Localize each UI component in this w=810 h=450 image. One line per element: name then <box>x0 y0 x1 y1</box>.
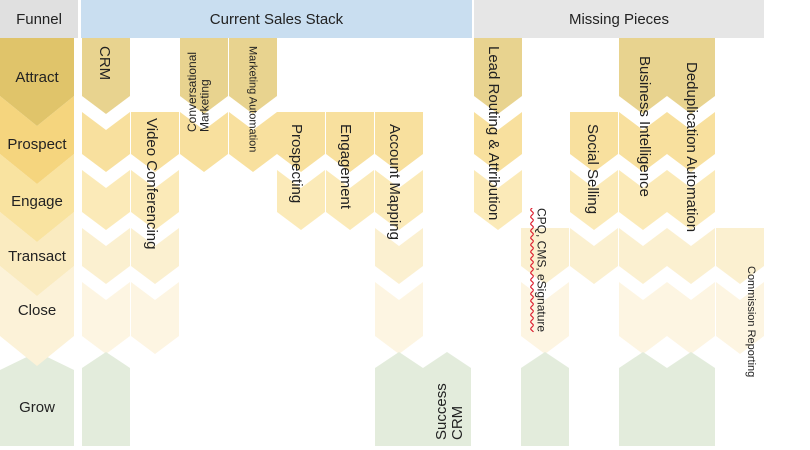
stage-engage: Engage <box>11 192 63 210</box>
chevron-dedup-engage <box>667 170 715 230</box>
stage-close: Close <box>17 301 57 319</box>
tool-marketing-automation-label: Marketing Automation <box>246 46 259 153</box>
chevron-dedup-grow <box>667 352 715 446</box>
funnel-stage-shape-transact <box>0 212 74 296</box>
chevron-dedup-prospect <box>667 112 715 172</box>
chevron-routing-engage <box>474 170 522 230</box>
chevron-account-close <box>375 282 423 354</box>
chevron-prospecting-prospect <box>277 112 325 172</box>
tool-crm-label: CRM <box>95 46 113 81</box>
chevron-bi-engage <box>619 170 667 230</box>
chevron-video-prospect <box>131 112 179 172</box>
tool-account-mapping-label: Account Mapping <box>385 124 403 240</box>
chevron-crm-close <box>82 282 130 354</box>
funnel-stage-shape-attract <box>0 38 74 126</box>
chevron-account-prospect <box>375 112 423 172</box>
tool-conversational-marketing-label: Conversational Marketing <box>185 51 212 132</box>
missing-pieces-header: Missing Pieces <box>474 0 764 38</box>
chevron-bi-close <box>619 282 667 354</box>
chevron-commission-close <box>716 282 764 354</box>
chevron-account-engage <box>375 170 423 230</box>
stage-grow: Grow <box>19 398 55 416</box>
chevron-crm-transact <box>82 228 130 284</box>
chevron-automation-attract <box>229 38 277 114</box>
tool-video-conferencing-label: Video Conferencing <box>142 118 160 250</box>
chevron-engagement-engage <box>326 170 374 230</box>
funnel-stage-shape-grow <box>0 352 74 446</box>
funnel-stage-shape-prospect <box>0 96 74 184</box>
chevron-engagement-prospect <box>326 112 374 172</box>
chevron-bi-grow <box>619 352 667 446</box>
funnel-header: Funnel <box>0 0 78 38</box>
tool-engagement-label: Engagement <box>336 124 354 210</box>
chevron-account-transact <box>375 228 423 284</box>
chevron-account-grow <box>375 352 423 446</box>
chevron-conversational-prospect <box>180 112 228 172</box>
chevron-crm-attract <box>82 38 130 114</box>
tool-lead-routing-label: Lead Routing & Attribution <box>484 46 502 221</box>
tool-success-crm-label: Success CRM <box>433 383 466 440</box>
chevron-conversational-attract <box>180 38 228 114</box>
chevron-crm-prospect <box>82 112 130 172</box>
chevron-video-close <box>131 282 179 354</box>
chevron-social-prospect <box>570 112 618 172</box>
chevron-bi-prospect <box>619 112 667 172</box>
chevron-cpq-transact <box>521 228 569 284</box>
chevron-commission-transact <box>716 228 764 284</box>
funnel-stage-shape-close <box>0 266 74 366</box>
chevron-routing-attract <box>474 38 522 114</box>
stage-transact: Transact <box>8 247 66 265</box>
chevron-crm-engage <box>82 170 130 230</box>
tool-commission-reporting-label: Commission Reporting <box>745 266 757 378</box>
chevron-video-engage <box>131 170 179 230</box>
chevron-social-engage <box>570 170 618 230</box>
funnel-stage-shape-engage <box>0 154 74 242</box>
chevron-routing-prospect <box>474 112 522 172</box>
chevron-cpq-grow <box>521 352 569 446</box>
tool-business-intelligence-label: Business Intelligence <box>635 56 653 197</box>
current-sales-stack-header: Current Sales Stack <box>81 0 472 38</box>
stage-attract: Attract <box>15 68 59 86</box>
chevron-dedup-attract <box>667 38 715 114</box>
chevron-prospecting-engage <box>277 170 325 230</box>
tool-social-selling-label: Social Selling <box>583 124 601 215</box>
chevron-automation-prospect <box>229 112 277 172</box>
chevron-bi-attract <box>619 38 667 114</box>
tool-deduplication-automation-label: Deduplication Automation <box>682 62 700 233</box>
chevron-video-transact <box>131 228 179 284</box>
chevron-social-transact <box>570 228 618 284</box>
chevron-dedup-transact <box>667 228 715 284</box>
chevron-cpq-close <box>521 282 569 354</box>
tool-cpq-label: CPQ, CMS, eSignature <box>534 208 549 333</box>
chevron-bi-transact <box>619 228 667 284</box>
stage-prospect: Prospect <box>7 135 67 153</box>
chevron-crm-grow <box>82 352 130 446</box>
tool-prospecting-label: Prospecting <box>287 124 305 204</box>
chevron-success-grow <box>423 352 471 446</box>
chevron-dedup-close <box>667 282 715 354</box>
